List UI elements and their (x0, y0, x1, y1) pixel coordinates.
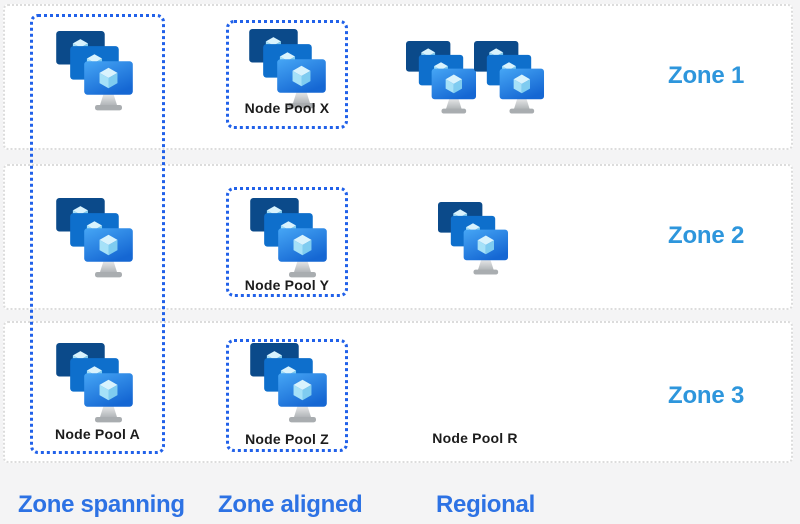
node-pool-a-box (30, 14, 165, 454)
node-pool-z-label: Node Pool Z (245, 431, 329, 447)
node-cluster-icon (56, 343, 134, 424)
zone-1-label: Zone 1 (668, 62, 745, 89)
node-pool-x-box (226, 20, 348, 129)
node-pool-r-label: Node Pool R (432, 430, 518, 446)
zone-3-row (3, 321, 793, 463)
node-cluster-icon (249, 29, 327, 110)
node-cluster-icon (56, 31, 134, 112)
zone-3-label: Zone 3 (668, 382, 745, 409)
node-pool-a-label: Node Pool A (55, 426, 140, 442)
strategy-label-regional: Regional (436, 491, 535, 518)
zone-2-label: Zone 2 (668, 222, 745, 249)
zone-1-row (3, 4, 793, 150)
strategy-label-zone-aligned: Zone aligned (218, 491, 363, 518)
node-cluster-icon (406, 41, 477, 115)
node-pool-z-box (226, 339, 348, 452)
node-cluster-icon (250, 343, 328, 424)
node-cluster-icon (474, 41, 545, 115)
node-cluster-icon (438, 202, 509, 276)
node-cluster-icon (250, 198, 328, 279)
node-pool-y-box (226, 187, 348, 297)
node-cluster-icon (56, 198, 134, 279)
node-pool-x-label: Node Pool X (244, 100, 330, 116)
strategy-label-zone-spanning: Zone spanning (18, 491, 185, 518)
node-pool-y-label: Node Pool Y (244, 277, 330, 293)
zone-2-row (3, 164, 793, 310)
